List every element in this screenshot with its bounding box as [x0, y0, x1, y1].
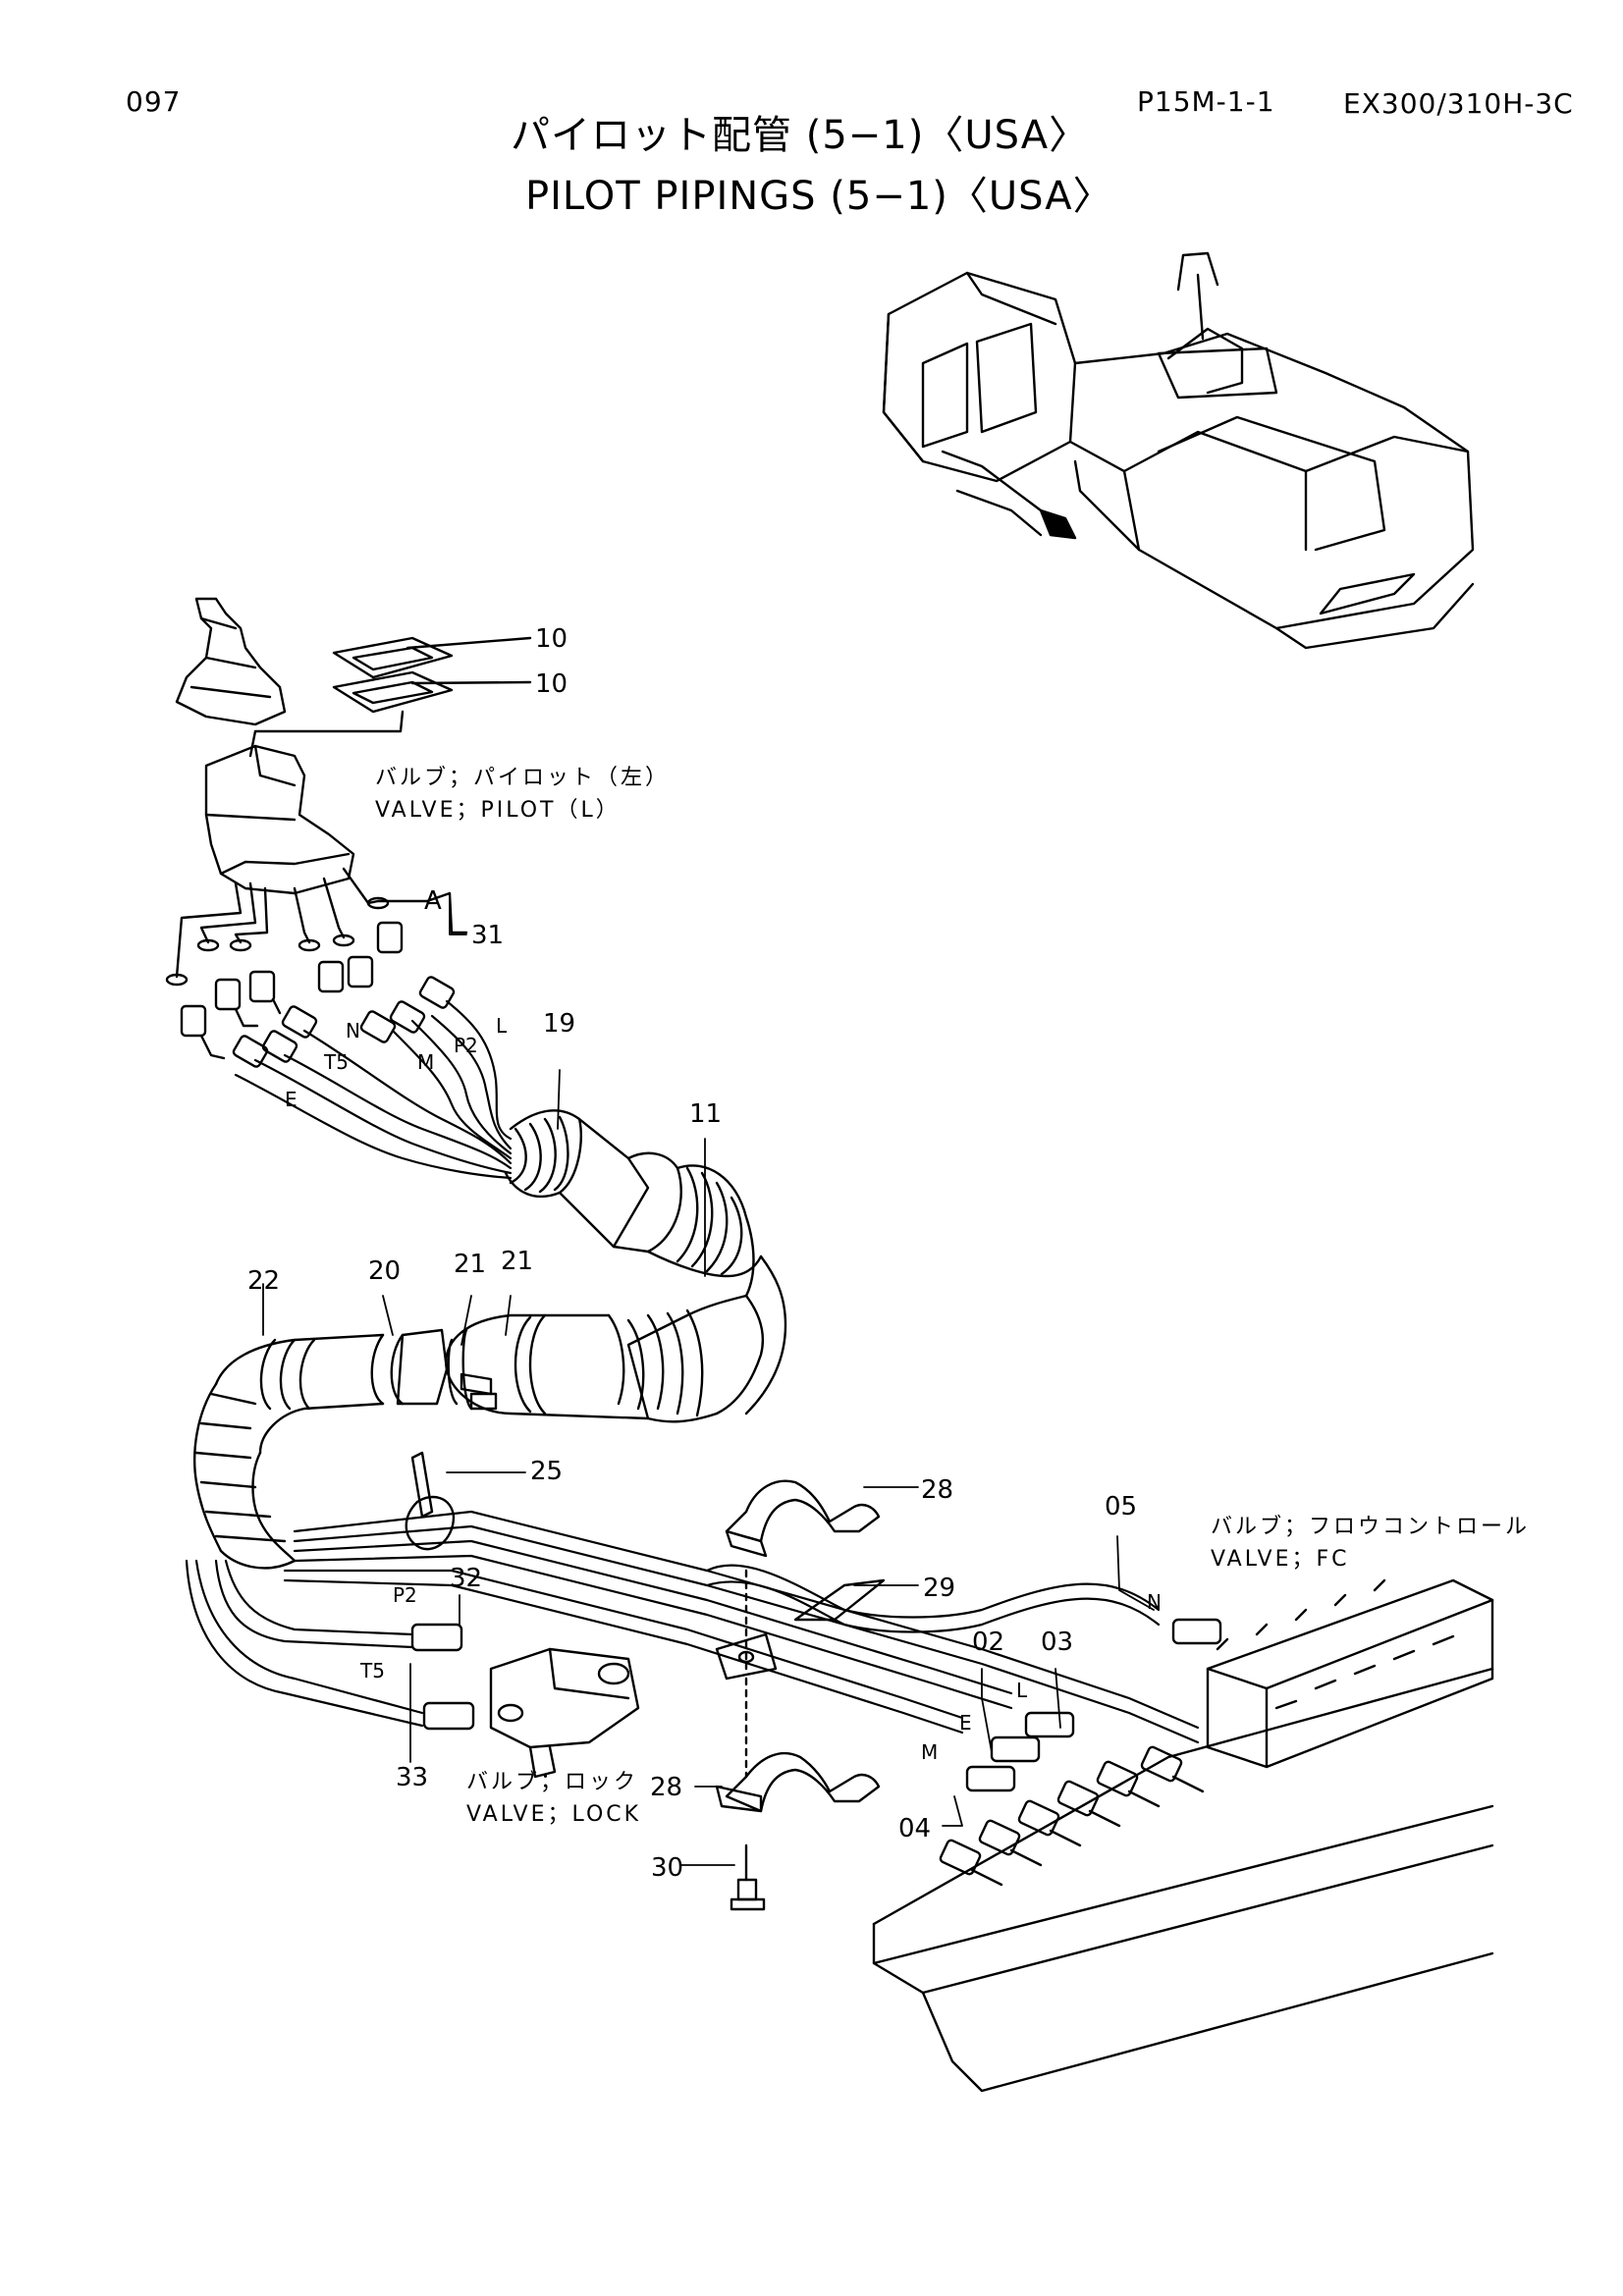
- callout-25: 25: [530, 1457, 564, 1486]
- excavator-overview: [882, 251, 1475, 650]
- valve-fc-label-en: VALVE；FC: [1211, 1547, 1350, 1572]
- reference-code: P15M-1-1: [1137, 85, 1275, 118]
- hose-letter-M: M: [417, 1050, 435, 1074]
- sleeve-assembly: [370, 1313, 650, 1420]
- elbow-fittings: [180, 921, 404, 1060]
- lock-valve-adapters: [410, 1623, 475, 1731]
- corrugated-protector: [607, 1164, 787, 1423]
- clamps-bracket: [715, 1479, 886, 1911]
- hose-clamp: [405, 1451, 456, 1551]
- frame-and-fittings: [872, 1667, 1494, 2093]
- valve-lock-label-jp: バルブ；ロック: [466, 1770, 639, 1794]
- hose-fittings-upper: [232, 976, 456, 1068]
- spiral-guard: [193, 1333, 385, 1570]
- hose-letter-L: L: [496, 1014, 508, 1038]
- gasket-plates: [248, 636, 532, 758]
- callout-31: 31: [471, 921, 505, 950]
- hoses-lower: [185, 1510, 1200, 1744]
- callout-11: 11: [689, 1099, 723, 1129]
- callout-10: 10: [535, 624, 568, 654]
- callout-03: 03: [1041, 1628, 1074, 1657]
- callout-29: 29: [923, 1574, 956, 1603]
- valve-pilot-label-en: VALVE；PILOT（L）: [375, 798, 621, 823]
- hose-letter-P2: P2: [393, 1583, 417, 1607]
- page-title-jp: パイロット配管 (5−1)〈USA〉: [511, 113, 1090, 158]
- callout-10: 10: [535, 669, 568, 699]
- callout-28: 28: [921, 1475, 954, 1505]
- hose-letter-N: N: [346, 1019, 360, 1042]
- fc-valve-block: [1206, 1578, 1494, 1769]
- callout-A: A: [424, 886, 442, 916]
- boot-part: [175, 597, 287, 726]
- callout-04: 04: [898, 1814, 932, 1843]
- hose-letter-E: E: [959, 1711, 972, 1735]
- hose-letter-T5: T5: [360, 1659, 385, 1682]
- hose-letter-E: E: [285, 1088, 298, 1111]
- callout-19: 19: [543, 1009, 576, 1039]
- callout-33: 33: [396, 1763, 429, 1792]
- pilot-hoses: [234, 999, 513, 1180]
- callout-21: 21: [454, 1250, 487, 1279]
- callout-30: 30: [651, 1853, 684, 1883]
- lock-valve-body: [489, 1647, 640, 1779]
- hose-letter-P2: P2: [454, 1034, 478, 1057]
- page-number: 097: [126, 85, 182, 118]
- valve-fc-label-jp: バルブ；フロウコントロール: [1211, 1515, 1531, 1539]
- hose-bundle: [504, 1109, 682, 1254]
- callout-20: 20: [368, 1256, 402, 1286]
- callout-02: 02: [972, 1628, 1005, 1657]
- callout-leaders: [262, 892, 1155, 1866]
- hose-letter-M: M: [921, 1740, 939, 1764]
- callout-28: 28: [650, 1773, 683, 1802]
- hose-letter-T5: T5: [324, 1050, 349, 1074]
- callout-32: 32: [450, 1564, 483, 1593]
- valve-lock-label-en: VALVE；LOCK: [466, 1802, 642, 1827]
- callout-05: 05: [1105, 1492, 1138, 1522]
- hose-end-fittings: [965, 1618, 1222, 1792]
- hose-letter-L: L: [1016, 1679, 1028, 1702]
- hose-letter-N: N: [1147, 1590, 1162, 1614]
- valve-pilot-label-jp: バルブ；パイロット（左）: [375, 766, 671, 790]
- callout-21: 21: [501, 1247, 534, 1276]
- callout-22: 22: [247, 1266, 281, 1296]
- pilot-valve-body: [204, 744, 355, 895]
- page-title-en: PILOT PIPINGS (5−1)〈USA〉: [525, 174, 1113, 219]
- model-number: EX300/310H-3C: [1343, 87, 1574, 120]
